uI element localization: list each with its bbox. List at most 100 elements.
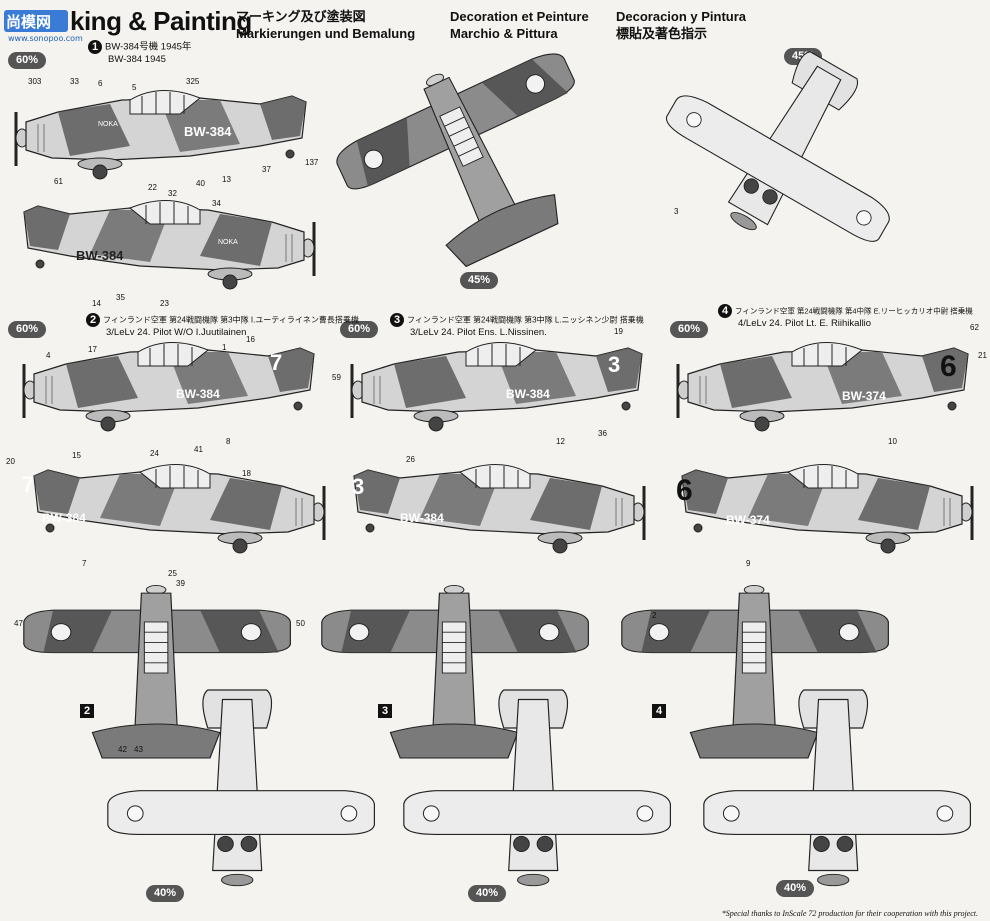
callout-label: 2	[652, 611, 657, 620]
callout-label: 22	[148, 183, 157, 192]
callout-label: 32	[168, 189, 177, 198]
header-it: Marchio & Pittura	[450, 26, 558, 41]
callout-label: 5	[132, 83, 137, 92]
code-scheme3-left: BW-384	[400, 511, 444, 525]
header-col-fr: Decoration et Peinture Marchio & Pittura	[450, 8, 589, 42]
callout-label: 33	[70, 77, 79, 86]
scheme-2-side-left	[32, 462, 326, 555]
number-scheme4-left: 6	[676, 474, 693, 507]
callout-label: 325	[186, 77, 200, 86]
callout-label: 7	[82, 559, 87, 568]
callout-label: 16	[246, 335, 255, 344]
scheme-1-plan-view	[319, 21, 627, 299]
scheme-3-line2: 3/LeLv 24. Pilot Ens. L.Nissinen.	[410, 327, 547, 338]
scale-badge-60: 60%	[8, 52, 46, 69]
noka-scheme1-left: NOKA	[218, 239, 238, 246]
callout-label: 4	[46, 351, 51, 360]
callout-label: 10	[888, 437, 897, 446]
scheme-3-side-left	[352, 462, 646, 555]
scheme-2-marker: 2	[80, 704, 94, 718]
callout-label: 62	[970, 323, 979, 332]
scheme-3-marker: 3	[378, 704, 392, 718]
callout-label: 18	[242, 469, 251, 478]
number-scheme3-right: 3	[608, 352, 620, 377]
callout-label: 37	[262, 165, 271, 174]
watermark-logo: 尚模网 www.sonopoo.com	[4, 10, 83, 43]
header: 尚模网 www.sonopoo.com king & Painting マーキン…	[0, 4, 990, 44]
scale-badge-45-mid: 45%	[460, 272, 498, 289]
code-scheme4-left: BW-374	[726, 513, 770, 527]
callout-label: 24	[150, 449, 159, 458]
callout-label: 59	[332, 373, 341, 382]
scale-badge-60-s4: 60%	[670, 321, 708, 338]
scheme-4-number: 4	[718, 304, 732, 318]
watermark-text: 尚模网	[6, 13, 52, 31]
code-scheme2-left: BW-384	[42, 511, 86, 525]
scheme-2-number: 2	[86, 313, 100, 327]
callout-label: 61	[54, 177, 63, 186]
callout-label: 137	[305, 158, 319, 167]
callout-label: 43	[134, 745, 143, 754]
callout-label: 9	[746, 559, 751, 568]
scale-badge-60-s3: 60%	[340, 321, 378, 338]
scheme-1-underside	[637, 5, 944, 290]
page-title: king & Painting	[70, 6, 252, 36]
header-col-jp: マーキング及び塗装図 Markierungen und Bemalung	[236, 8, 415, 42]
callout-label: 13	[222, 175, 231, 184]
callout-label: 19	[614, 327, 623, 336]
callout-label: 47	[14, 619, 23, 628]
header-de: Markierungen und Bemalung	[236, 26, 416, 41]
scheme-4-line1: フィンランド空軍 第24戦闘機隊 第4中隊 E.リーヒッカリオ中尉 搭乗機	[735, 306, 973, 316]
callout-label: 303	[28, 77, 42, 86]
scale-badge-40-s4: 40%	[776, 880, 814, 897]
scheme-2-line2: 3/LeLv 24. Pilot W/O I.Juutilainen	[106, 327, 247, 338]
callout-label: 36	[598, 429, 607, 438]
scheme-4-marker: 4	[652, 704, 666, 718]
scale-badge-60-s2: 60%	[8, 321, 46, 338]
callout-label: 35	[116, 293, 125, 302]
callout-label: 42	[118, 745, 127, 754]
noka-scheme1-right: NOKA	[98, 121, 118, 128]
number-scheme4-right: 6	[940, 350, 957, 383]
callout-label: 20	[6, 457, 15, 466]
callout-labels: 303 33 6 5 325 22 32 40 13 37 137 61 35 …	[6, 77, 987, 754]
scale-badge-40-s2: 40%	[146, 885, 184, 902]
callout-label: 39	[176, 579, 185, 588]
callout-label: 17	[88, 345, 97, 354]
callout-label: 41	[194, 445, 203, 454]
code-scheme1-right: BW-384	[184, 124, 232, 139]
header-es: Decoracion y Pintura	[616, 9, 747, 24]
callout-label: 50	[296, 619, 305, 628]
callout-label: 6	[98, 79, 103, 88]
callout-label: 12	[556, 437, 565, 446]
code-scheme1-left: BW-384	[76, 248, 124, 263]
code-scheme3-right: BW-384	[506, 387, 550, 401]
callout-label: 15	[72, 451, 81, 460]
scheme-4-side-right	[676, 340, 970, 433]
callout-label: 14	[92, 299, 101, 308]
scheme-4-line2: 4/LeLv 24. Pilot Lt. E. Riihikallio	[738, 318, 872, 329]
number-scheme2-right: 7	[270, 350, 282, 375]
header-fr: Decoration et Peinture	[450, 9, 589, 24]
header-jp-1: マーキング及び塗装図	[236, 9, 366, 24]
scheme-1-side-left	[22, 198, 316, 291]
callout-label: 26	[406, 455, 415, 464]
footnote: *Special thanks to InScale 72 production…	[721, 909, 978, 918]
header-zh: 標貼及著色指示	[616, 26, 708, 41]
number-scheme3-left: 3	[352, 474, 364, 499]
scheme-1-line2: BW-384 1945	[108, 54, 166, 65]
callout-label: 34	[212, 199, 221, 208]
scheme-1-number: 1	[88, 40, 102, 54]
callout-label: 25	[168, 569, 177, 578]
number-scheme2-left: 7	[22, 472, 34, 497]
callout-label: 21	[978, 351, 987, 360]
watermark-url: www.sonopoo.com	[8, 34, 83, 43]
callout-label: 23	[160, 299, 169, 308]
scale-badge-40-s3: 40%	[468, 885, 506, 902]
scheme-3-line1: フィンランド空軍 第24戦闘機隊 第3中隊 L.ニッシネン少尉 搭乗機	[407, 315, 644, 325]
